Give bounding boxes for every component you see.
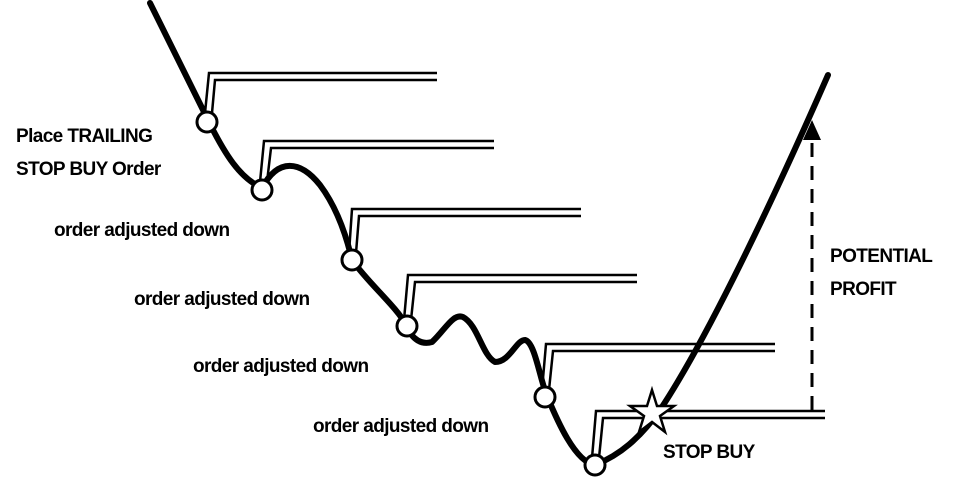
stop-level-2 xyxy=(258,139,494,183)
stop-level-1 xyxy=(203,71,437,114)
circle-icon xyxy=(395,314,419,338)
adjusted-label-2: order adjusted down xyxy=(134,289,309,310)
stop-level-3 xyxy=(347,207,581,254)
place-order-label-line1: Place TRAILING xyxy=(16,126,152,147)
adjusted-label-1: order adjusted down xyxy=(54,220,229,241)
stop-level-5 xyxy=(540,342,775,391)
stop-level-6 xyxy=(590,409,825,459)
potential-profit-label-line2: PROFIT xyxy=(830,279,897,300)
circle-icon xyxy=(195,110,219,134)
potential-profit-label-line1: POTENTIAL xyxy=(830,246,933,267)
place-order-label-line2: STOP BUY Order xyxy=(16,159,162,180)
stop-level-4 xyxy=(402,273,637,321)
adjusted-label-4: order adjusted down xyxy=(313,416,488,437)
adjusted-label-3: order adjusted down xyxy=(193,356,368,377)
circle-icon xyxy=(583,453,607,477)
circle-icon xyxy=(250,178,274,202)
arrow-up-icon xyxy=(803,120,821,140)
circle-icon xyxy=(340,248,364,272)
stop-buy-label: STOP BUY xyxy=(663,442,756,463)
circle-icon xyxy=(533,385,557,409)
star-icon xyxy=(626,385,678,436)
